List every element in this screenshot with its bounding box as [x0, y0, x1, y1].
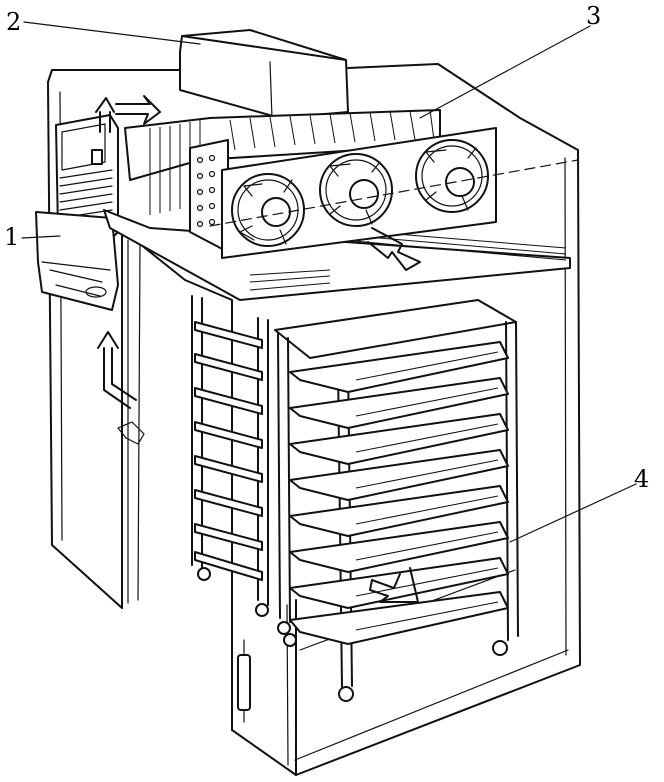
callout-label-1: 1 — [4, 223, 19, 251]
front-tray-trolley — [274, 299, 519, 702]
fan-middle — [319, 153, 393, 227]
heat-exchanger-fan-unit — [124, 109, 579, 271]
top-box — [179, 29, 349, 119]
exhaust-arrow — [95, 95, 161, 133]
callout-label-4: 4 — [634, 465, 649, 493]
callout-3: 3 — [419, 2, 601, 119]
callout-label-2: 2 — [6, 8, 21, 36]
callout-4: 4 — [509, 465, 649, 543]
rear-tray-rack — [191, 295, 297, 647]
callout-label-3: 3 — [586, 2, 601, 30]
callout-1: 1 — [4, 223, 61, 251]
callout-2: 2 — [6, 8, 201, 45]
air-intake-arrow — [97, 331, 145, 445]
upper-platform — [103, 209, 571, 301]
